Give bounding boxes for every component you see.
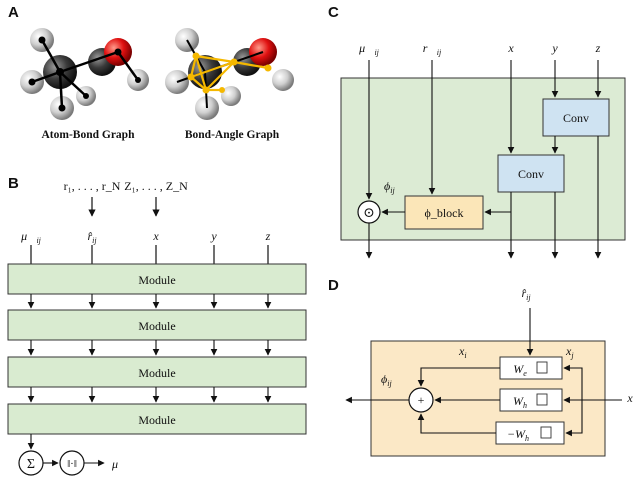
panel-c-inputs: μ⃗ij r⃗ij x y z	[358, 41, 601, 57]
c-y-label: y	[551, 41, 558, 55]
atom-bond-molecule	[20, 28, 149, 120]
d-x-right-label: x	[626, 391, 633, 405]
mu-output: μ	[111, 457, 118, 471]
module-1	[7, 263, 307, 295]
c-x-label: x	[507, 41, 514, 55]
d-r-label: r̂ij	[521, 286, 531, 302]
we-placeholder	[536, 361, 548, 374]
wh-placeholder	[536, 393, 548, 406]
col-x-label: x	[152, 229, 159, 243]
module-2	[7, 309, 307, 341]
c-phi-label: ϕij	[384, 179, 395, 195]
col-mu-label: μ⃗ij	[20, 229, 42, 245]
d-phi-label: ϕij	[381, 372, 392, 388]
norm-symbol: ‖·‖	[67, 458, 77, 470]
phi-block-label: ϕ_block	[425, 206, 464, 220]
panel-d-wires	[345, 308, 622, 437]
c-z-label: z	[595, 41, 601, 55]
module-stack: Module Module Module Module	[7, 263, 307, 435]
module-2-label: Module	[138, 319, 175, 333]
panel-a-letter: A	[8, 4, 19, 21]
panel-c-wires	[365, 60, 602, 259]
plus-symbol: +	[418, 393, 425, 407]
output-chain: Σ ‖·‖ μ	[18, 450, 118, 476]
we-label: We	[513, 362, 527, 378]
sum-symbol: Σ	[27, 457, 35, 472]
module-3	[7, 356, 307, 388]
phi-block	[404, 195, 484, 230]
neg-wh-label: −Wh	[507, 427, 529, 443]
atom-bond-caption: Atom-Bond Graph	[42, 129, 136, 141]
col-r-label: r̂ij	[87, 229, 97, 245]
module-4	[7, 403, 307, 435]
d-xi-label: xi	[458, 344, 467, 360]
panel-d-module-box	[370, 340, 606, 457]
module-4-label: Module	[138, 413, 175, 427]
odot-symbol: ⊙	[363, 206, 375, 221]
conv-lower-block	[497, 154, 565, 193]
conv-lower-label: Conv	[518, 167, 544, 181]
c-mu-label: μ⃗ij	[358, 41, 380, 57]
wh-box	[499, 388, 563, 412]
wh-label: Wh	[513, 394, 527, 410]
we-box	[499, 356, 563, 380]
conv-upper-label: Conv	[563, 111, 589, 125]
panel-b-column-labels: μ⃗ij r̂ij x y z	[20, 229, 271, 245]
module-3-label: Module	[138, 366, 175, 380]
c-r-label: r⃗ij	[423, 41, 442, 57]
positions-input: r₁, . . . , r_N	[64, 179, 121, 193]
panel-b-letter: B	[8, 175, 19, 192]
panel-d-letter: D	[328, 277, 339, 294]
module-1-label: Module	[138, 273, 175, 287]
bond-angle-molecule	[165, 28, 294, 120]
conv-upper-block	[542, 98, 610, 137]
neg-wh-placeholder	[540, 426, 552, 439]
col-z-label: z	[265, 229, 271, 243]
charges-input: Z₁, . . . , Z_N	[124, 179, 188, 193]
d-xj-label: xj	[565, 344, 574, 360]
panel-c-letter: C	[328, 4, 339, 21]
col-y-label: y	[210, 229, 217, 243]
bond-angle-caption: Bond-Angle Graph	[185, 129, 280, 141]
